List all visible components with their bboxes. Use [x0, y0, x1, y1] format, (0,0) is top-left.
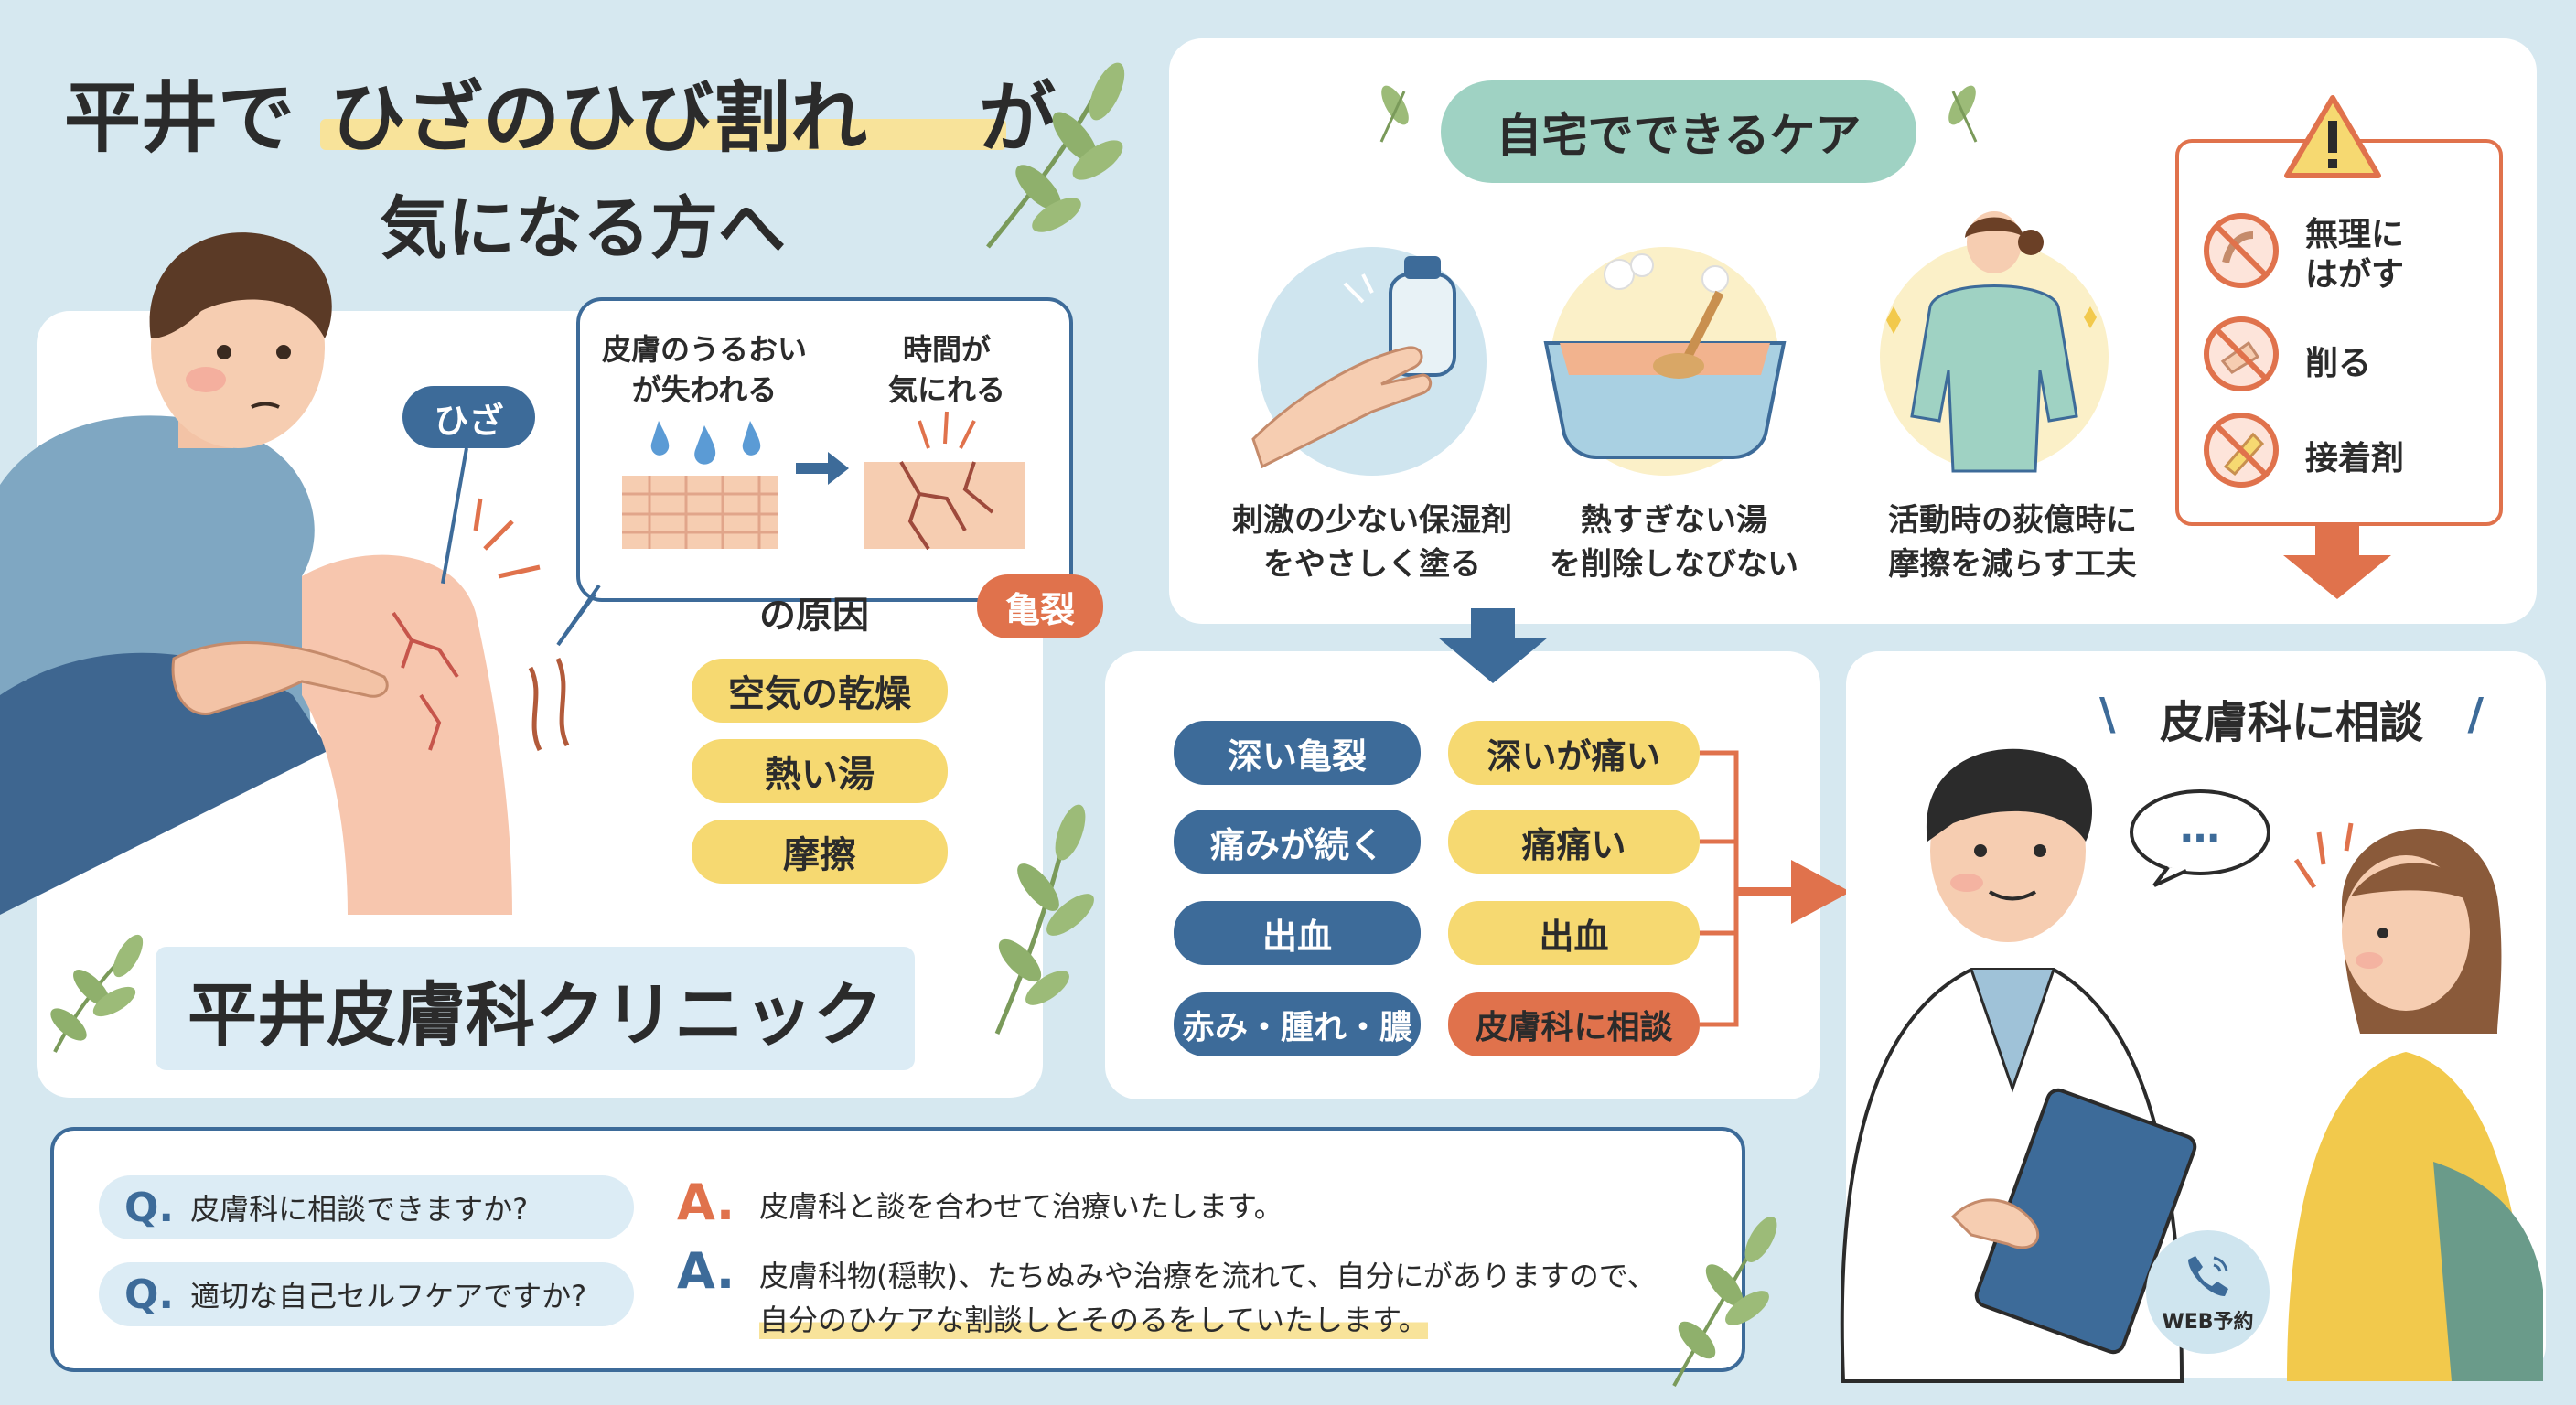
- warning-item-glue: 接着剤: [2305, 440, 2405, 477]
- moisturizer-hand-icon: [1251, 247, 1487, 476]
- cause-item-hot-water: 熱い湯: [692, 739, 948, 803]
- leaf-branch-icon: [986, 62, 1125, 249]
- care-item-warm-water: 熱すぎない湯 を削除しなびない: [1550, 502, 1798, 583]
- knee-label: ひざ: [402, 386, 535, 448]
- active-person-icon: [1880, 211, 2109, 473]
- symptom-result-bleeding: 出血: [1448, 901, 1700, 965]
- question-text: 適切な自己セルフケアですか?: [190, 1279, 587, 1314]
- faq-question-1: Q. 皮膚科に相談できますか?: [99, 1175, 634, 1239]
- arrow-down-icon: [1438, 608, 1548, 683]
- answer-text-2-line2: 自分のひケアな割談しとそのるをしていたします。: [759, 1297, 1428, 1339]
- moisture-skin-icon: [622, 421, 778, 549]
- consult-title: \ 皮膚科に相談 /: [2099, 681, 2484, 755]
- question-text: 皮膚科に相談できますか?: [190, 1192, 529, 1227]
- warning-item-peel: 無理に はがす: [2305, 216, 2405, 294]
- speech-bubble-tail: [556, 584, 601, 647]
- question-mark: Q.: [124, 1271, 175, 1318]
- leaf-branch-icon: [50, 934, 144, 1053]
- symptom-bleeding: 出血: [1174, 901, 1421, 965]
- crack-badge: 亀裂: [977, 574, 1103, 638]
- warning-triangle-icon: [2284, 95, 2381, 178]
- consult-title-text: 皮膚科に相談: [2159, 697, 2423, 748]
- person-knee-illustration: [0, 232, 570, 915]
- clinic-name-box: 平井皮膚科クリニック: [156, 947, 915, 1070]
- glue-prohibited-icon: [2204, 413, 2279, 488]
- cause-item-dry-air: 空気の乾燥: [692, 659, 948, 723]
- symptom-label: 深い亀裂: [1227, 735, 1367, 777]
- cause-time: 時間が 気にれる: [887, 332, 1005, 407]
- cracked-skin-icon: [864, 411, 1025, 551]
- symptom-label: 痛痛い: [1521, 824, 1626, 865]
- symptom-result-painful: 痛痛い: [1448, 810, 1700, 874]
- cause-item-label: 空気の乾燥: [728, 673, 911, 715]
- question-mark: Q.: [124, 1184, 175, 1231]
- scrape-prohibited-icon: [2204, 316, 2279, 391]
- phone-icon: [2187, 1255, 2228, 1296]
- arrow-down-icon: [2283, 526, 2391, 599]
- title-highlight: [320, 119, 1006, 150]
- answer-text-2-line1: 皮膚科物(穏軟)、たちぬみや治療を流れて、自分にがありますので、: [759, 1259, 1657, 1293]
- symptom-label: 出血: [1261, 916, 1332, 957]
- slash-mark-icon: /: [2467, 689, 2484, 740]
- symptoms-bracket-arrow: [1700, 750, 1851, 1027]
- cause-item-label: 摩擦: [783, 834, 856, 876]
- leaf-branch-icon: [1672, 1217, 1777, 1387]
- symptom-label: 出血: [1539, 916, 1609, 957]
- slash-mark-icon: \: [2099, 689, 2116, 740]
- answer-mark: A.: [677, 1174, 735, 1231]
- knee-label-text: ひざ: [434, 400, 504, 441]
- leaf-branch-icon: [994, 804, 1094, 1035]
- home-care-title: 自宅でできるケア: [1441, 80, 1916, 183]
- home-care-title-text: 自宅でできるケア: [1496, 109, 1862, 162]
- speech-bubble-icon: [2130, 789, 2270, 887]
- symptom-label: 深いが痛い: [1487, 735, 1661, 777]
- cause-item-friction: 摩擦: [692, 820, 948, 884]
- doctor-illustration: [1840, 748, 2197, 1383]
- care-item-reduce-friction: 活動時の荻億時に 摩擦を減らす工夫: [1888, 502, 2137, 583]
- page-title: 平井で ひざのひび割れ が: [64, 57, 1056, 163]
- cause-moisture-loss: 皮膚のうるおい が失われる: [601, 332, 807, 407]
- cause-item-label: 熱い湯: [765, 754, 875, 796]
- care-item-moisturize: 刺激の少ない保湿剤 をやさしく塗る: [1232, 502, 1512, 583]
- title-line1-suffix: が: [979, 73, 1057, 163]
- faq-question-2: Q. 適切な自己セルフケアですか?: [99, 1262, 634, 1326]
- leaf-icon: [1379, 85, 1409, 143]
- symptom-label: 赤み・腫れ・膿: [1181, 1009, 1412, 1046]
- peel-prohibited-icon: [2204, 213, 2279, 288]
- title-line2: 気になる方へ: [380, 189, 786, 268]
- title-line1-keyword: ひざのひび割れ: [329, 73, 868, 163]
- patient-illustration: [2287, 822, 2543, 1381]
- symptom-continuing-pain: 痛みが続く: [1174, 810, 1421, 874]
- speech-ellipsis: …: [2180, 805, 2220, 852]
- symptom-result-consult: 皮膚科に相談: [1448, 992, 1700, 1056]
- symptom-label: 皮膚科に相談: [1475, 1009, 1673, 1046]
- symptom-redness-swelling: 赤み・腫れ・膿: [1174, 992, 1421, 1056]
- clinic-name: 平井皮膚科クリニック: [188, 973, 883, 1056]
- symptom-result-pain: 深いが痛い: [1448, 721, 1700, 785]
- warning-item-scrape: 削る: [2305, 345, 2372, 382]
- web-reservation-label: WEB予約: [2162, 1310, 2254, 1334]
- cause-heading: の原因: [759, 595, 869, 637]
- bathtub-icon: [1543, 247, 1787, 476]
- crack-badge-text: 亀裂: [1004, 589, 1075, 630]
- symptom-deep-crack: 深い亀裂: [1174, 721, 1421, 785]
- leaf-icon: [1948, 85, 1978, 143]
- answer-text-1: 皮膚科と談を合わせて治療いたします。: [759, 1189, 1283, 1224]
- title-line1-prefix: 平井で: [64, 73, 295, 163]
- arrow-right-icon: [796, 452, 849, 485]
- web-reservation-button[interactable]: WEB予約: [2146, 1230, 2270, 1354]
- symptom-label: 痛みが続く: [1209, 824, 1384, 865]
- answer-mark: A.: [677, 1242, 735, 1300]
